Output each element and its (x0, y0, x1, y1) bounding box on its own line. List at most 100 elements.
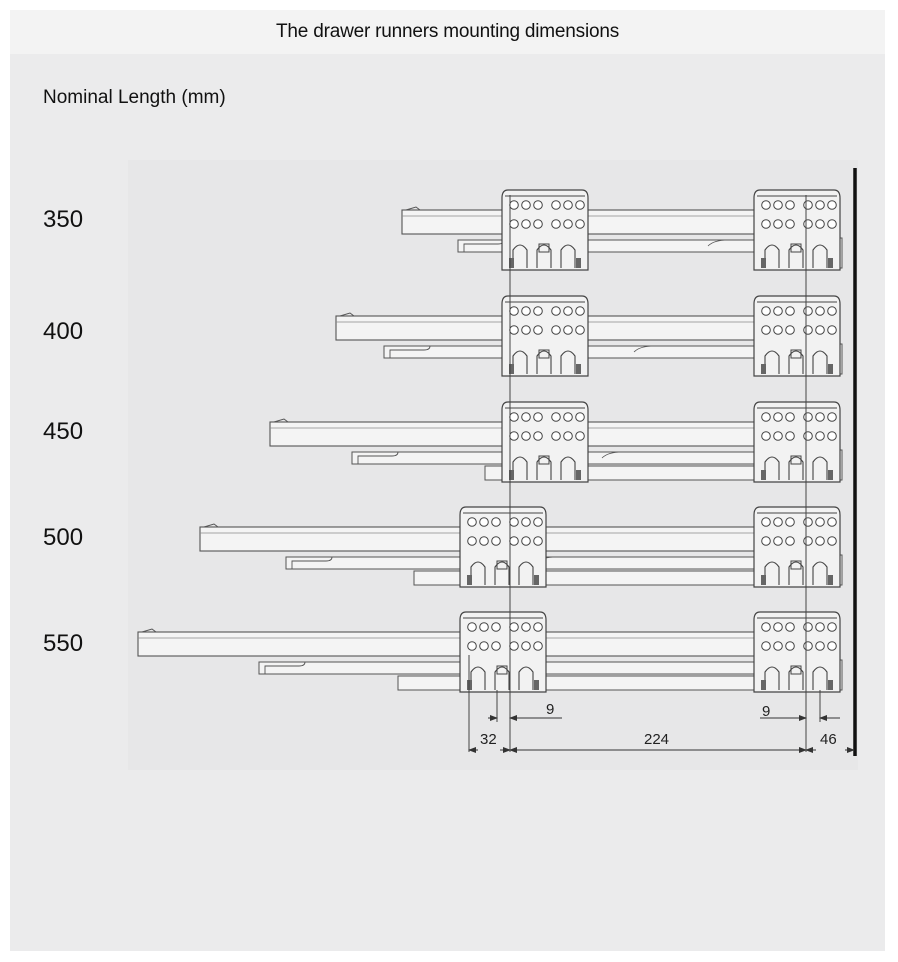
bracket-hole-rear-1 (815, 325, 825, 335)
bracket-hole-rear-2 (803, 412, 813, 422)
bracket-hole-rear-0 (773, 219, 783, 229)
bracket-hole-front-4 (467, 622, 477, 632)
bracket-hole-rear-3 (803, 536, 813, 546)
bracket-hole-rear-3 (815, 517, 825, 527)
bracket-clip-front-3 (496, 560, 508, 570)
bracket-slot-rear-3 (788, 561, 804, 585)
bracket-hole-rear-0 (815, 200, 825, 210)
bracket-slot-front-0 (536, 244, 552, 268)
bracket-slot-front-4 (518, 666, 534, 690)
bracket-hole-rear-3 (815, 536, 825, 546)
bracket-slot-rear-1 (788, 350, 804, 374)
bracket-hole-front-3 (509, 517, 519, 527)
bracket-hole-rear-2 (827, 431, 837, 441)
bracket-slot-rear-0 (764, 244, 780, 268)
rail-latch-2 (273, 418, 289, 423)
guide-lines (468, 195, 821, 752)
bracket-hole-rear-3 (761, 517, 771, 527)
bracket-hole-rear-4 (827, 641, 837, 651)
bracket-hole-rear-4 (827, 622, 837, 632)
bracket-hole-front-2 (563, 431, 573, 441)
bracket-slot-rear-1 (764, 350, 780, 374)
bracket-pin2-front-4 (534, 680, 539, 690)
bracket-hole-front-4 (479, 641, 489, 651)
dim-label-right-9: 9 (762, 703, 770, 720)
bracket-clip-rear-1 (790, 349, 802, 359)
bracket-hole-rear-2 (815, 412, 825, 422)
bracket-pin-rear-2 (761, 470, 766, 480)
bracket-slot-front-2 (536, 456, 552, 480)
bracket-hole-rear-0 (827, 219, 837, 229)
bracket-slot-rear-2 (764, 456, 780, 480)
bracket-slot-rear-4 (788, 666, 804, 690)
bracket-slot-front-1 (560, 350, 576, 374)
bracket-front-0 (501, 189, 589, 271)
bracket-hole-rear-4 (761, 641, 771, 651)
bracket-hole-rear-2 (761, 412, 771, 422)
bracket-front-1 (501, 295, 589, 377)
bracket-clip-rear-4 (790, 665, 802, 675)
bracket-hole-front-2 (575, 412, 585, 422)
bracket-hole-rear-0 (785, 200, 795, 210)
bracket-rear-3 (753, 506, 841, 588)
bracket-hole-front-4 (521, 641, 531, 651)
bracket-hole-front-3 (509, 536, 519, 546)
bracket-hole-rear-1 (773, 306, 783, 316)
bracket-hole-rear-3 (785, 517, 795, 527)
bracket-hole-front-2 (551, 431, 561, 441)
bracket-hole-front-3 (491, 536, 501, 546)
bracket-hole-rear-1 (827, 306, 837, 316)
bracket-hole-rear-2 (803, 431, 813, 441)
bracket-slot-rear-0 (812, 244, 828, 268)
bracket-hole-front-0 (563, 219, 573, 229)
bracket-slot-front-2 (512, 456, 528, 480)
bracket-slot-rear-3 (812, 561, 828, 585)
row-label-450: 450 (43, 418, 84, 445)
bracket-hole-front-0 (575, 200, 585, 210)
bracket-clip-front-4 (496, 665, 508, 675)
bracket-hole-front-3 (467, 517, 477, 527)
bracket-front-2 (501, 401, 589, 483)
bracket-hole-front-1 (533, 325, 543, 335)
bracket-hole-rear-1 (773, 325, 783, 335)
bracket-pin-rear-4 (761, 680, 766, 690)
bracket-hole-rear-4 (773, 641, 783, 651)
bracket-hole-rear-3 (773, 517, 783, 527)
bracket-hole-front-1 (509, 306, 519, 316)
bracket-slot-front-1 (536, 350, 552, 374)
bracket-hole-front-1 (509, 325, 519, 335)
bracket-hole-rear-4 (815, 622, 825, 632)
bracket-hole-rear-0 (785, 219, 795, 229)
row-label-550: 550 (43, 630, 84, 657)
rail-latch-4 (141, 628, 157, 633)
bracket-hole-rear-1 (761, 325, 771, 335)
bracket-slot-front-0 (512, 244, 528, 268)
bracket-hole-rear-2 (785, 412, 795, 422)
bracket-hole-front-2 (551, 412, 561, 422)
bracket-pin2-front-1 (576, 364, 581, 374)
dim-label-left-9: 9 (546, 701, 554, 718)
bracket-rear-2 (753, 401, 841, 483)
rail-latch-1 (339, 312, 355, 317)
bracket-hole-front-0 (551, 200, 561, 210)
bracket-hole-front-2 (521, 412, 531, 422)
bracket-slot-rear-2 (788, 456, 804, 480)
bracket-hole-front-2 (509, 431, 519, 441)
bracket-rear-0 (753, 189, 841, 271)
bracket-pin-front-1 (509, 364, 514, 374)
bracket-hole-front-0 (509, 219, 519, 229)
bracket-hole-rear-3 (827, 536, 837, 546)
row-label-400: 400 (43, 318, 84, 345)
rail-middle-curve-2 (601, 451, 623, 459)
bracket-rear-1 (753, 295, 841, 377)
bracket-hole-rear-3 (761, 536, 771, 546)
bracket-hole-rear-1 (785, 325, 795, 335)
row-label-350: 350 (43, 206, 84, 233)
dim-label-32: 32 (480, 731, 497, 748)
rail-middle-detail-1 (389, 345, 431, 358)
bracket-hole-front-3 (533, 517, 543, 527)
bracket-hole-front-2 (509, 412, 519, 422)
bracket-hole-front-4 (479, 622, 489, 632)
bracket-hole-front-3 (521, 517, 531, 527)
bracket-pin2-front-2 (576, 470, 581, 480)
